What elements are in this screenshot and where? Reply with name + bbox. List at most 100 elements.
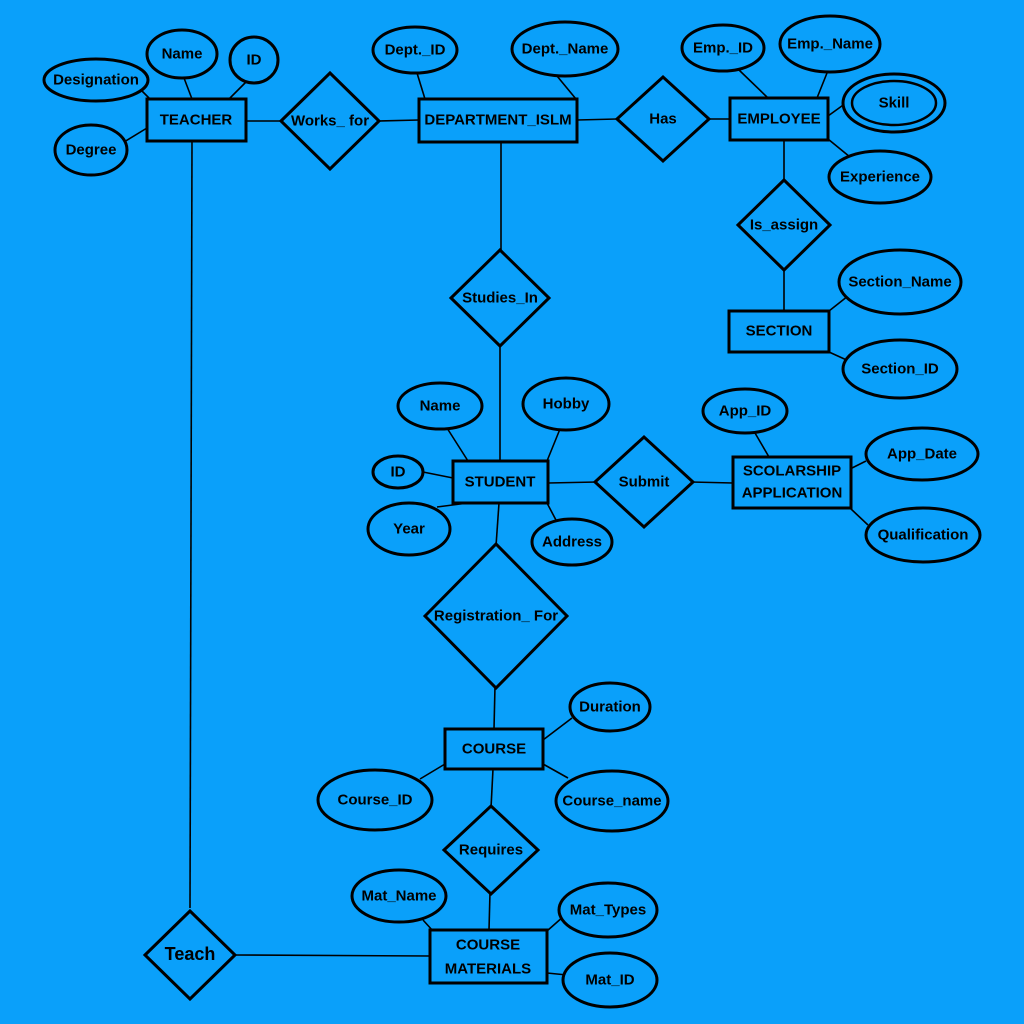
edge-emp-name-employee [816,72,828,99]
entity-course-materials-label-line1: COURSE [456,937,520,954]
attribute-emp-name-label: Emp._Name [787,36,873,53]
attributes: Designation Name ID Degree Dept._ID Dept… [42,14,982,1009]
attribute-section-name-ellipse [837,248,963,316]
entity-course-label: COURSE [462,741,526,758]
attribute-section-name-label: Section_Name [848,274,951,291]
attribute-dept-name-label: Dept._Name [522,41,609,58]
attribute-teacher-name-label: Name [162,46,203,63]
edge-hobby-student [546,428,561,462]
attribute-mat-id-ellipse [561,951,659,1009]
relationship-has-diamond [614,74,712,164]
attribute-app-id-ellipse [701,387,789,435]
edge-student-registration-for [495,502,500,547]
attribute-experience-label: Experience [840,169,920,186]
attribute-address-label: Address [542,534,602,551]
entity-department-label: DEPARTMENT_ISLM [424,112,571,129]
attribute-teacher-id-ellipse [228,35,280,85]
attribute-degree-label: Degree [66,142,117,159]
entity-teacher-label: TEACHER [160,112,233,129]
entity-scholarship-application-label-line1: SCOLARSHIP [743,463,841,480]
attribute-dept-id-ellipse [371,25,459,75]
edge-course-requires [490,768,494,809]
attribute-student-id-label: ID [391,464,406,481]
relationship-works-for-diamond [278,70,382,172]
relationship-teach-diamond [142,908,238,1002]
attribute-designation-label: Designation [53,72,139,89]
attribute-course-id-label: Course_ID [337,792,412,809]
attribute-duration-label: Duration [579,699,641,716]
attribute-qualification-ellipse [864,506,982,564]
entity-scholarship-application-box [731,455,853,510]
relationship-requires-label: Requires [459,842,523,859]
attribute-hobby-ellipse [521,376,611,432]
edge-course-id-course [419,763,446,780]
attribute-emp-name-ellipse [778,14,882,74]
attribute-skill-label: Skill [879,95,910,112]
relationship-is-assign-label: Is_assign [750,217,818,234]
edge-qualification-scholarship [849,507,869,526]
edge-student-submit [547,481,598,484]
attribute-mat-id-label: Mat_ID [585,972,634,989]
edge-section-section-name [828,295,849,312]
entity-student-box [451,459,550,505]
attribute-app-date-ellipse [864,426,980,482]
edge-dept-name-department [556,75,577,100]
relationship-is-assign-diamond [735,177,833,273]
entities: TEACHER DEPARTMENT_ISLM EMPLOYEE SECTION… [145,96,853,985]
relationships: Works_ for Has Is_assign Studies_In Subm… [142,70,833,1002]
entity-course-materials-label-line2: MATERIALS [445,961,531,978]
entity-scholarship-application-label-line2: APPLICATION [742,485,843,502]
attribute-teacher-id-label: ID [247,52,262,69]
attribute-skill-ellipse-inner [850,79,938,127]
relationship-works-for-label: Works_ for [291,113,369,130]
edge-requires-course-materials [488,891,491,931]
attribute-qualification-label: Qualification [878,527,969,544]
edge-name-student [446,427,469,462]
relationship-submit-label: Submit [619,474,670,491]
relationship-has-label: Has [649,111,677,128]
entity-course-box [443,727,545,771]
entity-teacher-box [145,97,248,143]
attribute-teacher-name-ellipse [145,28,219,80]
entity-student-label: STUDENT [465,474,536,491]
attribute-student-id-ellipse [371,454,425,490]
attribute-section-id-label: Section_ID [861,361,939,378]
edge-course-duration [542,717,573,741]
edge-employee-experience [827,138,851,158]
edge-works-for-department [378,119,420,122]
entity-employee-label: EMPLOYEE [737,111,820,128]
entity-section-label: SECTION [746,323,813,340]
attribute-mat-name-label: Mat_Name [361,888,436,905]
attribute-designation-ellipse [42,57,150,103]
edge-degree-teacher [123,127,148,143]
entity-employee-box [728,96,830,142]
edge-id-student [422,471,454,479]
attribute-student-name-ellipse [396,381,484,431]
attribute-hobby-label: Hobby [543,396,590,413]
attribute-duration-ellipse [568,681,652,733]
attribute-app-date-label: App_Date [887,446,957,463]
attribute-experience-ellipse [827,149,933,205]
entity-course-materials-box [428,928,549,985]
edge-dept-id-department [416,72,426,100]
attribute-dept-name-ellipse [510,20,620,78]
edge-submit-scholarship [690,481,734,484]
edge-app-date-scholarship [849,460,867,470]
edge-teach-course-materials [232,954,431,957]
edge-app-id-scholarship [754,432,770,458]
edge-registration-for-course [493,685,496,730]
attribute-course-name-ellipse [554,769,670,833]
relationship-registration-for-label: Registration_ For [434,608,558,625]
attribute-mat-name-ellipse [350,868,448,924]
attribute-address-ellipse [530,517,614,567]
edge-course-course-name [542,763,569,779]
edge-name-teacher [183,77,193,100]
edge-id-teacher [228,81,247,100]
attribute-course-name-label: Course_name [562,793,661,810]
relationship-studies-in-diamond [448,247,552,349]
attribute-mat-types-label: Mat_Types [570,902,646,919]
edge-address-student [546,502,558,523]
relationship-studies-in-label: Studies_In [462,290,538,307]
attribute-dept-id-label: Dept._ID [385,42,446,59]
